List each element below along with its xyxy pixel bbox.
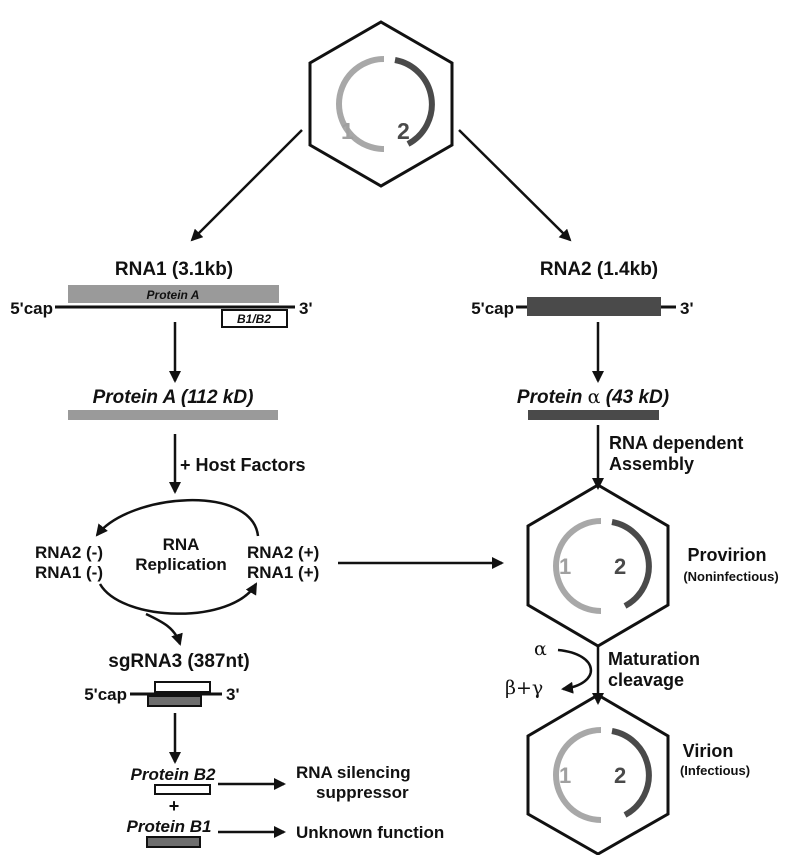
protein-b1-bar [146, 836, 201, 848]
virion-segment-2-label: 2 [614, 763, 626, 788]
host-factors-label: + Host Factors [180, 455, 306, 475]
top-virus-particle: 1 2 [308, 20, 454, 188]
arrow-to-sgrna3 [145, 612, 183, 646]
sgrna3-5cap: 5'cap [84, 685, 127, 704]
sgrna3-3end: 3' [226, 685, 240, 704]
rna1-title: RNA1 (3.1kb) [115, 259, 233, 280]
protein-alpha-prefix: Protein [517, 387, 582, 408]
provirion-segment-2-label: 2 [614, 554, 626, 579]
rna1-genome: RNA1 (3.1kb) Protein A B1/B2 5'cap 3' [10, 259, 313, 328]
rna1-5cap: 5'cap [10, 299, 53, 318]
rna1-b1b2-label: B1/B2 [237, 312, 271, 326]
virion-subtitle: (Infectious) [680, 763, 750, 778]
protein-b2-bar [154, 784, 211, 795]
maturation-cleavage-arrow [557, 648, 593, 694]
b2-function-line1: RNA silencing [296, 763, 411, 782]
sgrna3-title: sgRNA3 (387nt) [108, 651, 249, 672]
rna2-title: RNA2 (1.4kb) [540, 259, 658, 280]
protein-alpha-symbol: α [588, 386, 601, 408]
protein-alpha: Protein α (43 kD) [517, 386, 669, 420]
top-segment-2-label: 2 [397, 118, 410, 144]
top-segment-2-arc [394, 57, 435, 147]
provirion-particle: 1 2 Provirion (Noninfectious) [526, 483, 779, 648]
maturation-line1: Maturation [608, 649, 700, 669]
rna1-b1b2-orf [221, 309, 288, 328]
minus-strand-rna2: RNA2 (-) [35, 543, 103, 562]
sgrna3-b1-orf [147, 695, 202, 707]
assembly-line1: RNA dependent [609, 433, 743, 453]
protein-b1: Protein B1 Unknown function [126, 817, 444, 848]
maturation-alpha: α [534, 638, 547, 660]
rna2-genome: RNA2 (1.4kb) 5'cap 3' [471, 259, 693, 318]
virion-title: Virion [683, 741, 734, 761]
provirion-title: Provirion [687, 545, 766, 565]
rna1-protein-a-orf [68, 285, 279, 303]
sgrna3: sgRNA3 (387nt) 5'cap 3' [84, 651, 250, 707]
rna2-3end: 3' [680, 299, 694, 318]
b2-function-line2: suppressor [316, 783, 409, 802]
virion-capsid-hexagon [526, 693, 670, 855]
protein-a: Protein A (112 kD) [68, 387, 278, 420]
replication-center-line1: RNA [163, 535, 200, 554]
protein-b1-label: Protein B1 [126, 817, 211, 836]
minus-strand-rna1: RNA1 (-) [35, 563, 103, 582]
top-segment-1-arc [336, 56, 385, 152]
provirion-subtitle: (Noninfectious) [683, 569, 778, 584]
plus-strand-rna2: RNA2 (+) [247, 543, 319, 562]
plus-strand-rna1: RNA1 (+) [247, 563, 319, 582]
arrow-to-rna1 [190, 129, 303, 242]
maturation-line2: cleavage [608, 670, 684, 690]
protein-a-bar [68, 410, 278, 420]
provirion-segment-1-label: 1 [559, 554, 571, 579]
protein-alpha-label: Protein α (43 kD) [517, 386, 669, 408]
replication-arc-bottom [98, 582, 258, 615]
virion-particle: 1 2 Virion (Infectious) [526, 693, 750, 855]
rna1-3end: 3' [299, 299, 313, 318]
top-segment-1-label: 1 [341, 118, 354, 144]
provirion-segment-2-arc [611, 519, 652, 609]
protein-alpha-size: (43 kD) [606, 387, 669, 408]
proteins-plus-sign: + [169, 796, 180, 816]
assembly-line2: Assembly [609, 454, 694, 474]
rna2-5cap: 5'cap [471, 299, 514, 318]
rna2-protein-alpha-orf [527, 297, 661, 316]
replication-center-line2: Replication [135, 555, 227, 574]
top-capsid-hexagon [308, 20, 454, 188]
protein-a-label: Protein A (112 kD) [93, 387, 254, 408]
virion-segment-1-arc [553, 727, 602, 823]
sgrna3-b2-orf [154, 681, 211, 693]
rna1-orf-label: Protein A [147, 288, 200, 302]
protein-b2: Protein B2 RNA silencing suppressor [130, 763, 410, 802]
arrow-to-rna2 [458, 129, 572, 242]
replication-arc-top [95, 499, 260, 537]
protein-alpha-bar [528, 410, 659, 420]
protein-b2-label: Protein B2 [130, 765, 216, 784]
virion-segment-2-arc [611, 728, 652, 818]
maturation-products: β+γ [505, 677, 543, 699]
b1-function: Unknown function [296, 823, 444, 842]
provirion-segment-1-arc [553, 518, 602, 614]
virion-segment-1-label: 1 [559, 763, 571, 788]
rna-replication-cycle: RNA2 (-) RNA1 (-) RNA Replication RNA2 (… [35, 499, 319, 646]
